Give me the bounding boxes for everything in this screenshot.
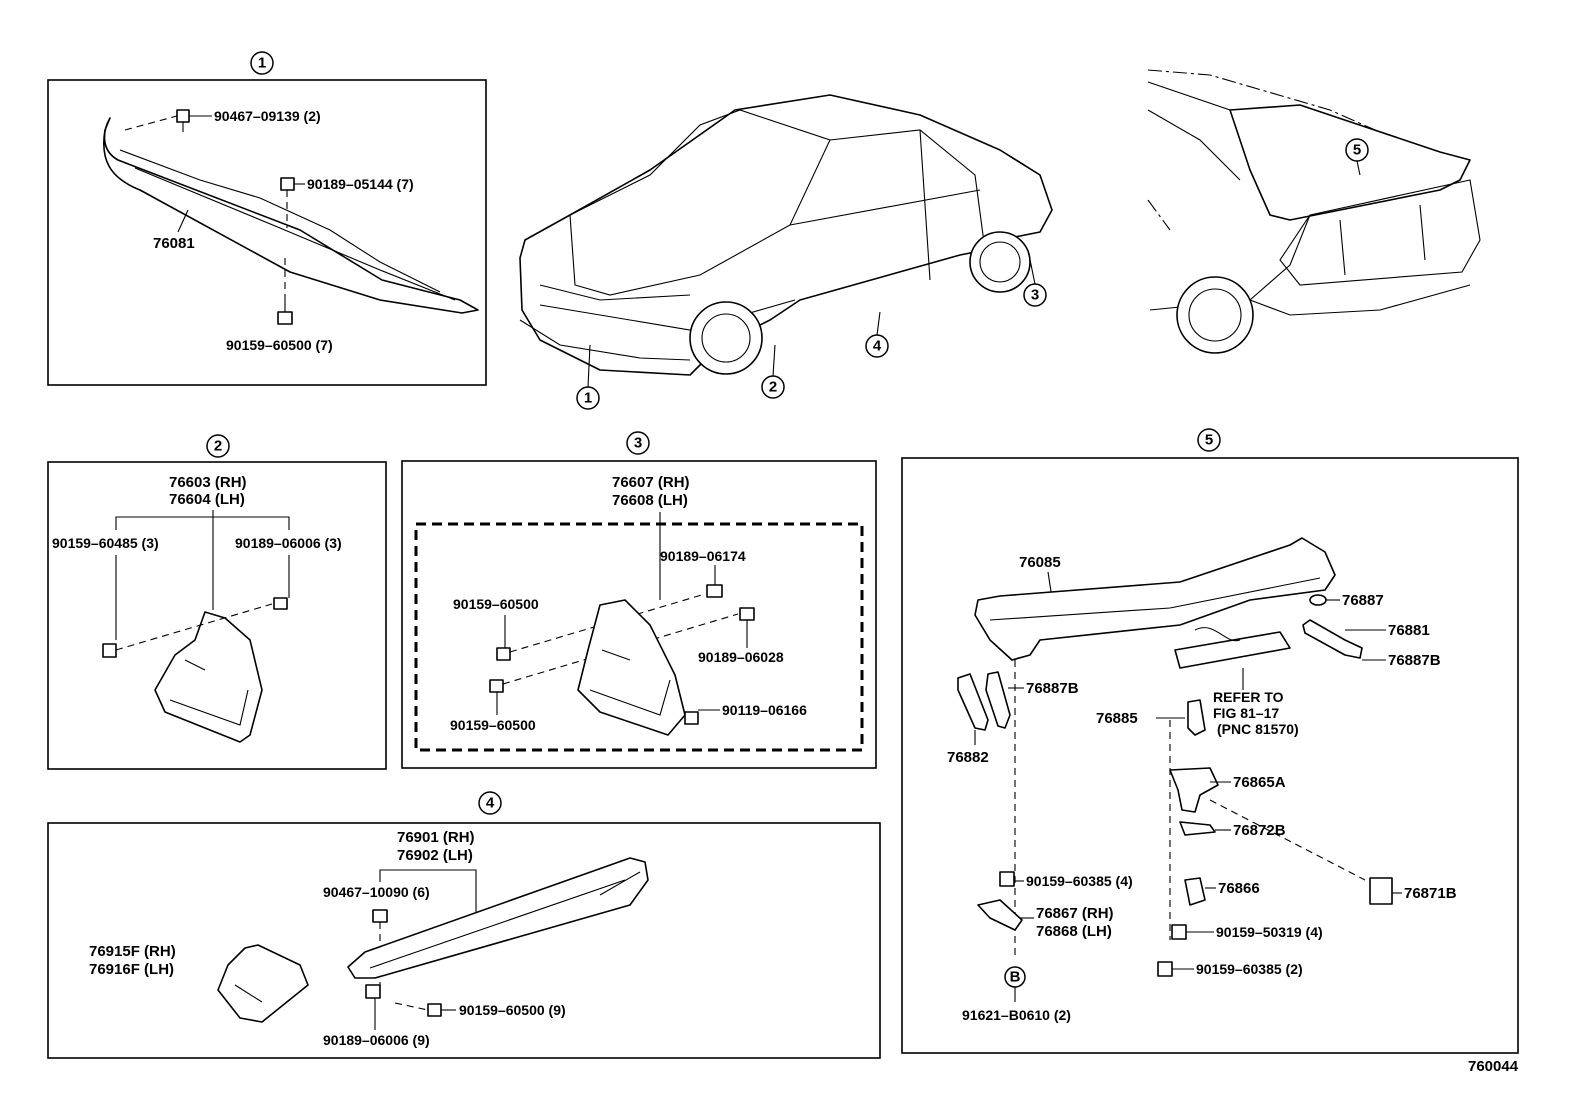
part-label-76871B: 76871B [1404,885,1457,902]
car-front-view [519,94,1053,376]
part-label-76868: 76868 (LH) [1036,923,1112,940]
part-label-76865A: 76865A [1233,774,1286,791]
pad-icon [985,671,1011,729]
screw-icon [999,871,1015,887]
refer-text-2: FIG 81–17 [1213,705,1279,721]
callout-1-car: 1 [584,390,592,407]
bolt-icon [684,711,699,725]
callout-5-label: 5 [1205,432,1213,449]
part-label-76603: 76603 (RH) [169,474,247,491]
part-label-76887B-l: 76887B [1026,680,1079,697]
group-5-panel: 5 76085 76887 76881 76887B 76887B 76882 … [901,428,1519,1054]
refer-text-3: (PNC 81570) [1217,721,1299,737]
screw-icon [1157,961,1173,977]
group-4-panel: 4 76901 (RH) 76902 (LH) 90467–10090 (6) … [47,791,881,1059]
callout-3-car: 3 [1031,287,1039,304]
callout-4-car: 4 [873,338,882,355]
part-label-90159-60500-g1: 90159–60500 (7) [226,337,333,353]
part-label-90159-60385-4: 90159–60385 (4) [1026,873,1133,889]
part-label-90467-10090: 90467–10090 (6) [323,884,430,900]
screw-icon [427,1003,442,1017]
part-label-76866: 76866 [1218,880,1260,897]
stop-lamp-icon [1174,631,1291,669]
clip-icon [176,109,190,132]
part-label-90159-50319: 90159–50319 (4) [1216,924,1323,940]
part-label-90159-60385-2: 90159–60385 (2) [1196,961,1303,977]
group-3-panel: 3 76607 (RH) 76608 (LH) 90189–06174 9015… [401,431,877,769]
mud-flap-icon [217,944,309,1023]
group-1-panel: 1 90467–09139 (2) 90189–05144 (7) 76081 … [47,51,487,386]
part-label-76608: 76608 (LH) [612,492,688,509]
screw-icon [102,643,117,658]
part-label-76902: 76902 (LH) [397,847,473,864]
refer-text-1: REFER TO [1213,689,1284,705]
rear-spoiler-icon [974,537,1336,661]
part-label-90119-06166: 90119–06166 [722,702,807,718]
part-label-90159-60500-g4: 90159–60500 (9) [459,1002,566,1018]
part-label-90189-06028: 90189–06028 [698,649,784,665]
screw-icon [496,647,511,661]
callout-2-label: 2 [214,438,222,455]
part-label-76867: 76867 (RH) [1036,905,1114,922]
bracket-icon [957,673,989,731]
mudguard-icon [577,599,686,736]
screw-icon [277,300,293,325]
part-label-90189-06006-g4: 90189–06006 (9) [323,1032,430,1048]
gasket-icon [1179,821,1216,836]
bracket-icon [1302,619,1363,659]
cap-icon [1369,877,1393,905]
screw-icon [489,679,504,693]
callout-2-car: 2 [769,379,777,396]
part-label-76887B-r: 76887B [1388,652,1441,669]
part-label-76882: 76882 [947,749,989,766]
screw-icon [1171,924,1187,940]
part-label-90467-09139: 90467–09139 (2) [214,108,321,124]
nut-icon [706,584,723,598]
part-label-76915F: 76915F (RH) [89,943,176,960]
part-label-90189-06006-g2: 90189–06006 (3) [235,535,342,551]
part-label-90159-60485: 90159–60485 (3) [52,535,159,551]
part-label-91621-B0610: 91621–B0610 (2) [962,1007,1071,1023]
part-label-90189-06174: 90189–06174 [660,548,746,564]
cover-icon [1187,699,1206,736]
car-rear-view [1147,69,1481,354]
callout-b: B [1010,969,1021,986]
part-label-76885: 76885 [1096,710,1138,727]
support-icon [1184,877,1206,906]
part-label-90159-60500-g3a: 90159–60500 [453,596,539,612]
rocker-molding-icon [347,857,649,979]
nut-icon [739,607,755,621]
part-label-90189-05144: 90189–05144 (7) [307,176,414,192]
part-label-76085: 76085 [1019,554,1061,571]
part-label-76881: 76881 [1388,622,1430,639]
nut-icon [273,597,288,610]
mudguard-icon [154,611,263,743]
callout-3-label: 3 [634,435,642,452]
part-label-76604: 76604 (LH) [169,491,245,508]
pad-icon [1309,594,1327,606]
part-label-76872B: 76872B [1233,822,1286,839]
part-label-76887: 76887 [1342,592,1384,609]
callout-4-label: 4 [486,795,495,812]
nut-icon [280,177,295,191]
part-label-90159-60500-g3b: 90159–60500 [450,717,536,733]
callout-5-car: 5 [1353,142,1361,159]
part-label-76607: 76607 (RH) [612,474,690,491]
group-2-panel: 2 76603 (RH) 76604 (LH) 90159–60485 (3) … [47,434,387,770]
stay-icon [977,899,1023,931]
nut-icon [365,984,381,999]
callout-1-label: 1 [258,55,266,72]
part-label-76901: 76901 (RH) [397,829,475,846]
part-label-76916F: 76916F (LH) [89,961,174,978]
part-label-76081: 76081 [153,235,195,252]
bracket-icon [1169,767,1219,813]
figure-id: 760044 [1468,1058,1519,1075]
clip-icon [372,909,388,923]
